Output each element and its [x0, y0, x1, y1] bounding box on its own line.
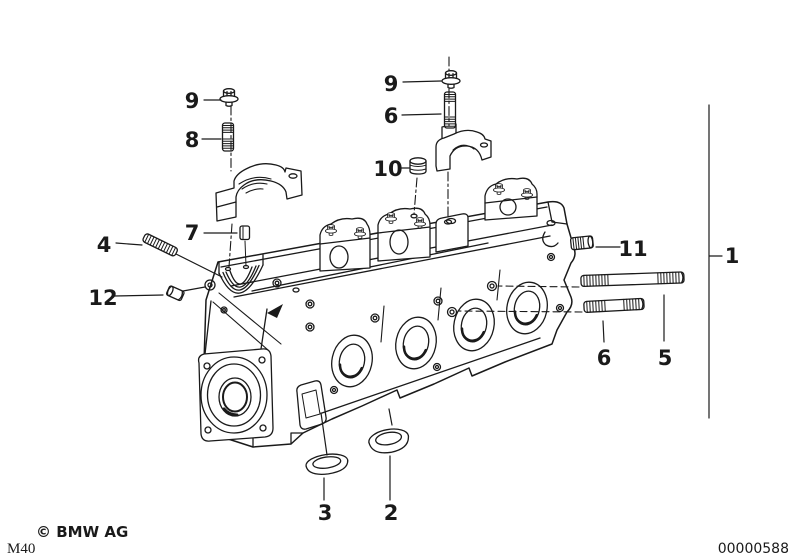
callout-12-label[interactable]: 12	[88, 286, 117, 310]
assembly-centerlines	[228, 56, 450, 268]
callout-9-left-label[interactable]: 9	[185, 89, 200, 113]
sealing-cap-10	[409, 157, 427, 175]
document-number: 00000588	[718, 541, 789, 557]
callout-5-label[interactable]: 5	[658, 346, 673, 370]
dowel-12	[165, 285, 185, 302]
stud-alignment-dashes	[457, 285, 583, 313]
intake-port	[331, 334, 373, 388]
callout-7-label[interactable]: 7	[185, 221, 200, 245]
stud-5	[580, 271, 685, 288]
hex-bolt-9-right	[441, 70, 461, 89]
stud-6-vertical	[443, 91, 457, 129]
intake-port	[453, 298, 495, 352]
callout-3-label[interactable]: 3	[318, 501, 333, 525]
leader-lines	[113, 80, 723, 501]
direction-arrow	[267, 304, 283, 318]
intake-port	[395, 316, 437, 370]
footer: © BMW AG M40 00000588	[7, 523, 789, 557]
callout-11-label[interactable]: 11	[618, 237, 647, 261]
bearing-tower	[377, 207, 431, 262]
seal-ring-2	[368, 428, 410, 454]
stud-8	[221, 122, 235, 152]
model-code-text: M40	[7, 541, 35, 557]
callout-6-top-label[interactable]: 6	[384, 104, 399, 128]
bearing-tower-open	[435, 213, 469, 253]
key-7	[239, 225, 251, 241]
callout-10-label[interactable]: 10	[373, 157, 402, 181]
callout-2-label[interactable]: 2	[384, 501, 399, 525]
bolt-holes	[220, 213, 498, 395]
callout-4-label[interactable]: 4	[97, 233, 112, 257]
screw-plug-11	[569, 235, 594, 251]
cylinder-head-body	[203, 200, 576, 448]
camshaft-bearing-cap-small	[435, 123, 492, 172]
key-centerline	[244, 240, 247, 267]
callout-1-label[interactable]: 1	[725, 244, 740, 268]
stud-4	[142, 233, 178, 257]
stud-6-horizontal	[583, 297, 645, 313]
callout-9-mid-label[interactable]: 9	[384, 72, 399, 96]
intake-port	[506, 281, 548, 335]
water-passage-opening	[296, 380, 327, 430]
seal-ring-3	[305, 453, 349, 475]
camshaft-bearing-cap-large	[215, 163, 303, 222]
hex-bolt-9-left	[219, 88, 239, 107]
callout-labels: 9 8 9 6 10 7 4 12 11 1 6 5 3 2	[88, 72, 739, 525]
callout-6-side-label[interactable]: 6	[597, 346, 612, 370]
copyright-text: © BMW AG	[36, 523, 128, 541]
callout-8-label[interactable]: 8	[185, 128, 200, 152]
thermostat-housing-flange	[197, 348, 274, 442]
